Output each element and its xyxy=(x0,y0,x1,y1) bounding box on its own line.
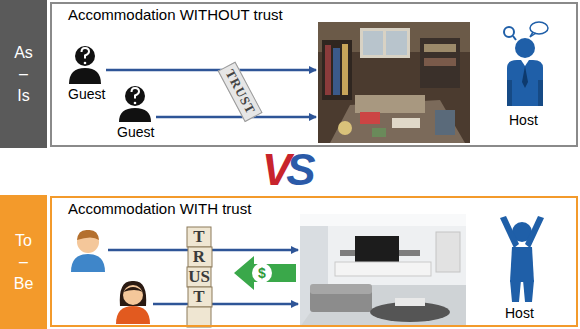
host-label: Host xyxy=(505,305,534,321)
phase-label: As – Is xyxy=(14,42,34,107)
guest-icon xyxy=(119,86,151,122)
host-icon xyxy=(504,22,548,106)
trust-blocks xyxy=(187,227,212,327)
host-icon xyxy=(500,216,544,302)
money-symbol: $ xyxy=(252,263,272,283)
trust-blocks-text: TRUST xyxy=(188,227,210,307)
host-label: Host xyxy=(509,112,538,128)
phase-band: As – Is xyxy=(0,0,47,148)
scenario-panel: Accommodation WITH trust xyxy=(50,196,578,327)
arrow xyxy=(156,116,316,119)
arrow xyxy=(153,303,298,306)
phase-band: To – Be xyxy=(0,195,47,329)
panel-title: Accommodation WITHOUT trust xyxy=(68,6,283,23)
versus-logo: VS xyxy=(262,148,311,192)
guest-label: Guest xyxy=(68,86,105,102)
guest-icon xyxy=(69,46,101,84)
guest-label: Guest xyxy=(117,124,154,140)
messy-room-photo xyxy=(318,22,470,143)
panel-title: Accommodation WITH trust xyxy=(68,200,251,217)
user-icon xyxy=(116,281,150,324)
phase-label: To – Be xyxy=(14,230,34,295)
arrow xyxy=(106,69,316,72)
modern-room-photo xyxy=(300,214,466,327)
user-icon xyxy=(71,230,105,272)
payment-arrow xyxy=(234,256,296,290)
